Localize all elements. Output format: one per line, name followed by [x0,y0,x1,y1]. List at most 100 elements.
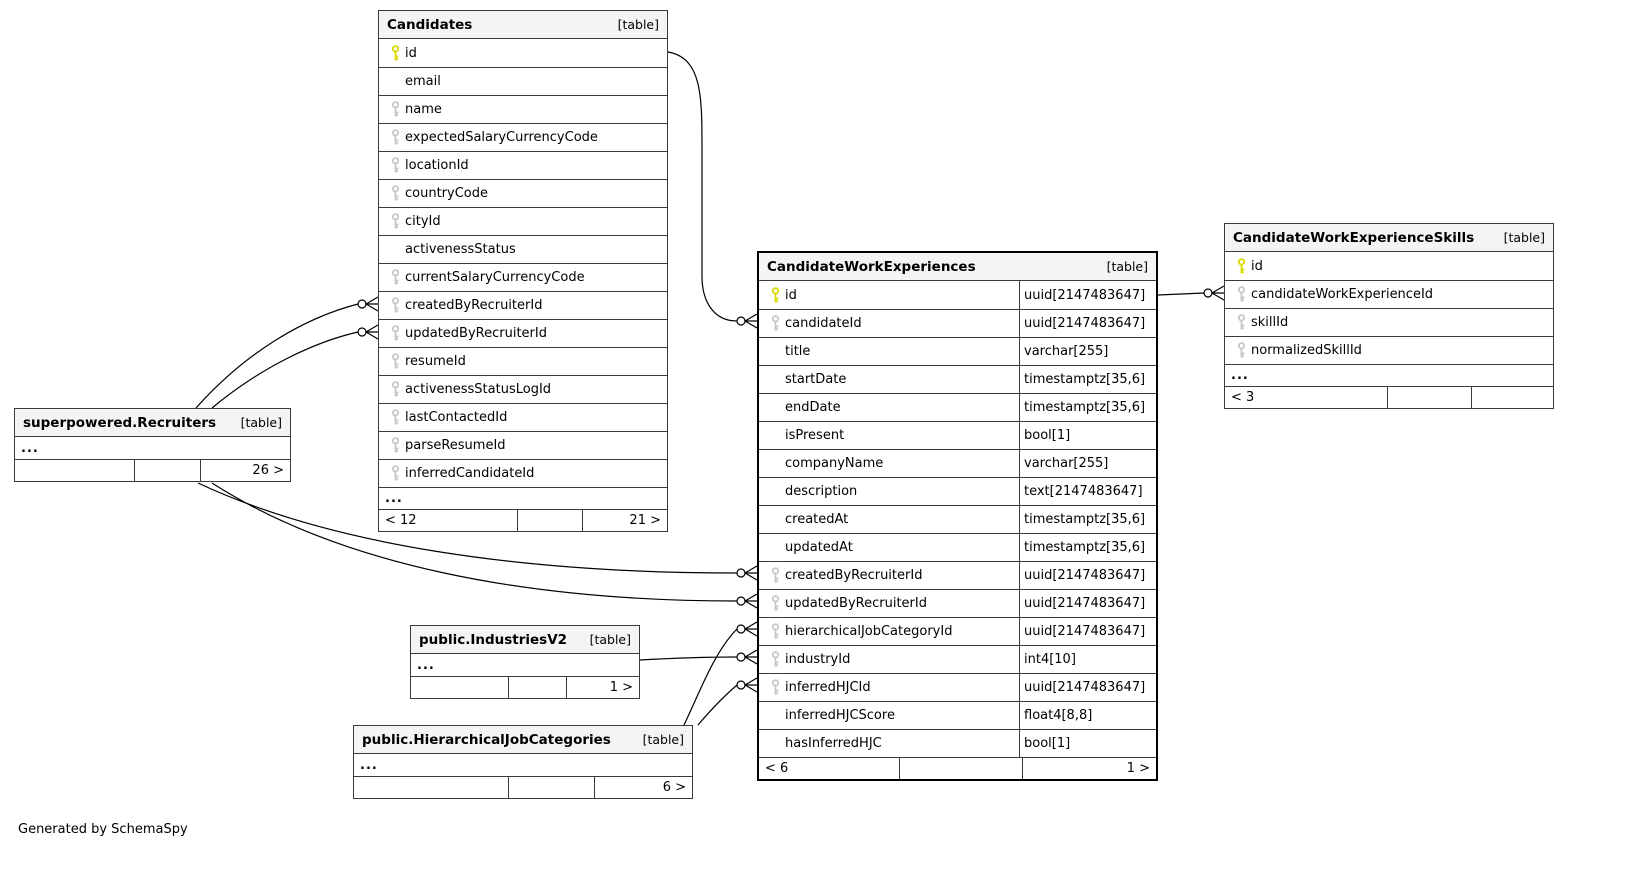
table-superpowered-recruiters[interactable]: superpowered.Recruiters [table] ... 26 > [14,408,291,482]
table-title: public.HierarchicalJobCategories [362,731,611,748]
table-header[interactable]: superpowered.Recruiters [table] [15,409,290,437]
column-name-cell: lastContactedId [379,404,667,431]
column-name: candidateWorkExperienceId [1251,287,1434,302]
foreign-key-icon [385,437,405,454]
table-tag: [table] [1503,230,1545,245]
fk-endpoint-marker [1203,285,1225,301]
table-header[interactable]: Candidates [table] [379,11,667,39]
column-row-normalizedSkillId[interactable]: normalizedSkillId [1225,336,1553,364]
table-header[interactable]: public.IndustriesV2 [table] [411,626,639,654]
column-row-cityId[interactable]: cityId [379,207,667,235]
foreign-key-icon [385,325,405,342]
column-row-activenessStatus[interactable]: activenessStatus [379,235,667,263]
table-title: CandidateWorkExperiences [767,258,976,275]
column-name-cell: skillId [1225,309,1553,336]
column-row-createdByRecruiterId[interactable]: createdByRecruiterId [379,291,667,319]
column-type: varchar[255] [1019,450,1156,477]
column-name: createdByRecruiterId [785,568,923,583]
footer-parents-count: < 12 [385,513,417,528]
table-footer: < 6 1 > [759,757,1156,779]
table-public-hierarchical-job-categories[interactable]: public.HierarchicalJobCategories [table]… [353,725,693,799]
column-row-companyName[interactable]: companyName varchar[255] [759,449,1156,477]
column-name: countryCode [405,186,488,201]
column-type: timestamptz[35,6] [1019,366,1156,393]
column-row-id[interactable]: id [379,39,667,67]
relationship-candidates-to-cwe [667,51,738,322]
table-header[interactable]: CandidateWorkExperiences [table] [759,253,1156,281]
column-row-locationId[interactable]: locationId [379,151,667,179]
column-row-lastContactedId[interactable]: lastContactedId [379,403,667,431]
column-name: isPresent [785,428,845,443]
relationship-industries-to-cwe [639,656,738,661]
primary-key-icon [1231,257,1251,275]
column-row-skillId[interactable]: skillId [1225,308,1553,336]
column-row-updatedByRecruiterId[interactable]: updatedByRecruiterId [379,319,667,347]
column-row-expectedSalaryCurrencyCode[interactable]: expectedSalaryCurrencyCode [379,123,667,151]
generated-by-note: Generated by SchemaSpy [18,822,188,837]
column-name: inferredCandidateId [405,466,535,481]
column-row-inferredCandidateId[interactable]: inferredCandidateId [379,459,667,487]
foreign-key-icon [385,213,405,230]
column-name: startDate [785,372,847,387]
column-name-cell: parseResumeId [379,432,667,459]
column-row-email[interactable]: email [379,67,667,95]
column-name: activenessStatus [405,242,516,257]
column-row-startDate[interactable]: startDate timestamptz[35,6] [759,365,1156,393]
column-name: candidateId [785,316,862,331]
column-row-name[interactable]: name [379,95,667,123]
table-candidate-work-experience-skills[interactable]: CandidateWorkExperienceSkills [table] id… [1224,223,1554,409]
column-name-cell: cityId [379,208,667,235]
column-type: uuid[2147483647] [1019,310,1156,337]
fk-endpoint-marker [357,324,379,340]
column-type: timestamptz[35,6] [1019,394,1156,421]
table-header[interactable]: public.HierarchicalJobCategories [table] [354,726,692,754]
column-name-cell: activenessStatus [379,236,667,263]
footer-children-count: 1 > [1022,758,1156,779]
foreign-key-icon [385,157,405,174]
table-header[interactable]: CandidateWorkExperienceSkills [table] [1225,224,1553,252]
table-public-industries-v2[interactable]: public.IndustriesV2 [table] ... 1 > [410,625,640,699]
relationship-cwe-to-cwes [1157,292,1205,296]
fk-endpoint-marker [736,593,758,609]
footer-parents-count: < 6 [765,761,789,776]
column-name: normalizedSkillId [1251,343,1362,358]
column-row-countryCode[interactable]: countryCode [379,179,667,207]
column-name-cell: inferredCandidateId [379,460,667,487]
column-row-id[interactable]: id [1225,252,1553,280]
column-row-currentSalaryCurrencyCode[interactable]: currentSalaryCurrencyCode [379,263,667,291]
column-row-parseResumeId[interactable]: parseResumeId [379,431,667,459]
table-footer: 6 > [354,776,692,798]
footer-children-count [1471,387,1553,408]
column-row-activenessStatusLogId[interactable]: activenessStatusLogId [379,375,667,403]
column-name-cell: id [1225,252,1553,280]
footer-middle-cell [517,510,582,531]
column-row-candidateWorkExperienceId[interactable]: candidateWorkExperienceId [1225,280,1553,308]
column-name: expectedSalaryCurrencyCode [405,130,598,145]
foreign-key-icon [385,185,405,202]
footer-parents-count [15,460,134,481]
column-type: float4[8,8] [1019,702,1156,729]
foreign-key-icon [765,567,785,584]
column-name: description [785,484,858,499]
column-name-cell: industryId [759,646,1019,673]
footer-middle-cell [134,460,200,481]
column-name: companyName [785,456,884,471]
column-row-candidateId[interactable]: candidateId uuid[2147483647] [759,309,1156,337]
column-row-resumeId[interactable]: resumeId [379,347,667,375]
